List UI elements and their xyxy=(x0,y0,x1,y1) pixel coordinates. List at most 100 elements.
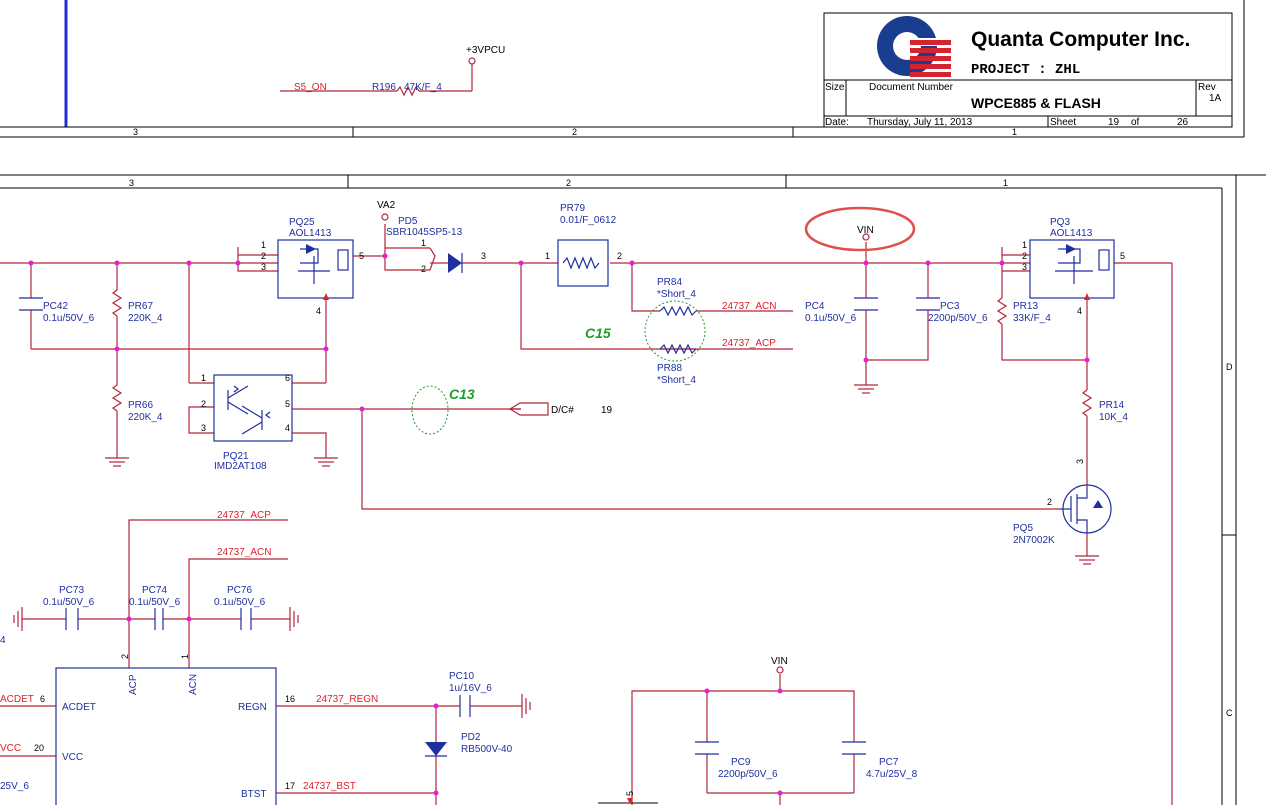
pq3-pin3: 3 xyxy=(1022,262,1027,272)
title-block xyxy=(823,12,1233,128)
net-24737-acp-2: 24737_ACP xyxy=(217,510,271,521)
pq21-pin6: 6 xyxy=(285,373,290,383)
pr79-pin2: 2 xyxy=(617,251,622,261)
pr67-ref: PR67 xyxy=(128,301,153,312)
net-24737-regn: 24737_REGN xyxy=(316,694,378,705)
sheet-value: 19 xyxy=(1108,117,1120,128)
company-name: Quanta Computer Inc. xyxy=(971,28,1190,51)
sheet-label: Sheet xyxy=(1050,117,1076,128)
date-value: Thursday, July 11, 2013 xyxy=(867,117,973,128)
ic-pin-regn: REGN xyxy=(238,702,267,713)
pc73-ref: PC73 xyxy=(59,585,84,596)
pr14-ref: PR14 xyxy=(1099,400,1124,411)
top-zone-3: 3 xyxy=(133,127,138,137)
pc42-value: 0.1u/50V_6 xyxy=(43,313,95,324)
capacitor-symbols xyxy=(19,297,940,755)
pc7-ref: PC7 xyxy=(879,757,899,768)
ic-pin-regn-num: 16 xyxy=(285,694,295,704)
pc10-ref: PC10 xyxy=(449,671,474,682)
main-zone-2: 2 xyxy=(566,178,571,188)
pr84-value: *Short_4 xyxy=(657,289,696,300)
net-acdet: ACDET xyxy=(0,694,34,705)
rev-label: Rev xyxy=(1198,82,1216,93)
pr84-ref: PR84 xyxy=(657,277,682,288)
pc3-value: 2200p/50V_6 xyxy=(928,313,988,324)
pd2-value: RB500V-40 xyxy=(461,744,513,755)
pq21-pin3: 3 xyxy=(201,423,206,433)
ic-pin-acp: ACP xyxy=(128,674,139,695)
pr88-resistor xyxy=(659,343,697,355)
pr88-value: *Short_4 xyxy=(657,375,696,386)
pd5-diode xyxy=(381,213,463,273)
pc10-value: 1u/16V_6 xyxy=(449,683,492,694)
dc-page-ref: 19 xyxy=(601,405,613,416)
net-s5-on: S5_ON xyxy=(294,82,327,93)
pr84-resistor xyxy=(659,305,697,317)
ic-pin-vcc-num: 20 xyxy=(34,743,44,753)
pr67-value: 220K_4 xyxy=(128,313,163,324)
net-24737-acp: 24737_ACP xyxy=(722,338,776,349)
pr13-ref: PR13 xyxy=(1013,301,1038,312)
pq25-pin5: 5 xyxy=(359,251,364,261)
pr66-ref: PR66 xyxy=(128,400,153,411)
vin-highlight-circle xyxy=(804,206,916,252)
pq21-pin2: 2 xyxy=(201,399,206,409)
pq5-pin3: 3 xyxy=(1075,459,1085,464)
pq3-value: AOL1413 xyxy=(1050,228,1093,239)
vin-terminal xyxy=(862,233,870,241)
top-zone-2: 2 xyxy=(572,127,577,137)
date-label: Date: xyxy=(825,117,849,128)
pd5-pin3: 3 xyxy=(481,251,486,261)
pr79-resistor xyxy=(557,239,609,287)
pr14-value: 10K_4 xyxy=(1099,412,1128,423)
net-24737-bst: 24737_BST xyxy=(303,781,356,792)
doc-title: WPCE885 & FLASH xyxy=(971,95,1101,111)
c13-label: C13 xyxy=(449,386,475,402)
side-zone-c: C xyxy=(1226,708,1233,718)
top-zone-1: 1 xyxy=(1012,127,1017,137)
ic-pin-btst: BTST xyxy=(241,789,267,800)
pq3-ref: PQ3 xyxy=(1050,217,1070,228)
wires xyxy=(0,224,1173,805)
pc76-value: 0.1u/50V_6 xyxy=(214,597,266,608)
pq5-mosfet xyxy=(1060,484,1112,556)
pr66-value: 220K_4 xyxy=(128,412,163,423)
side-zone-d: D xyxy=(1226,362,1233,372)
top-sheet-border xyxy=(0,0,1245,138)
main-zone-1: 1 xyxy=(1003,178,1008,188)
r196-ref: R196 xyxy=(372,82,396,93)
pr79-value: 0.01/F_0612 xyxy=(560,215,617,226)
left-fragment-4: 4 xyxy=(0,635,6,646)
ic-pin-bst-num: 17 xyxy=(285,781,295,791)
c13-marker xyxy=(411,385,449,435)
left-fragment-25v: 25V_6 xyxy=(0,781,29,792)
pr88-ref: PR88 xyxy=(657,363,682,374)
net-dc: D/C# xyxy=(551,405,574,416)
pq5-pin2: 2 xyxy=(1047,497,1052,507)
pq21-pin1: 1 xyxy=(201,373,206,383)
junction-dots xyxy=(28,253,1090,796)
pd5-ref: PD5 xyxy=(398,216,418,227)
net-24737-acn-2: 24737_ACN xyxy=(217,547,271,558)
net-va2: VA2 xyxy=(377,200,396,211)
doc-number-label: Document Number xyxy=(869,82,954,93)
net-vin: VIN xyxy=(857,225,874,236)
pq25-pin2: 2 xyxy=(261,251,266,261)
pc74-ref: PC74 xyxy=(142,585,167,596)
pq3-pin5: 5 xyxy=(1120,251,1125,261)
pin5-arrow xyxy=(627,798,633,804)
pc9-ref: PC9 xyxy=(731,757,751,768)
pd5-pin2: 2 xyxy=(421,264,426,274)
pr13-value: 33K/F_4 xyxy=(1013,313,1051,324)
net-24737-acn: 24737_ACN xyxy=(722,301,776,312)
pq21-transistor xyxy=(213,374,293,442)
pq5-value: 2N7002K xyxy=(1013,535,1055,546)
ic-pin-acdet: ACDET xyxy=(62,702,96,713)
ground-symbols xyxy=(13,384,1099,718)
pd2-ref: PD2 xyxy=(461,732,481,743)
pc9-value: 2200p/50V_6 xyxy=(718,769,778,780)
size-label: Size xyxy=(825,82,845,93)
c15-label: C15 xyxy=(585,325,611,341)
pd2-diode xyxy=(425,742,447,757)
ic-pin-acn: ACN xyxy=(188,674,199,695)
